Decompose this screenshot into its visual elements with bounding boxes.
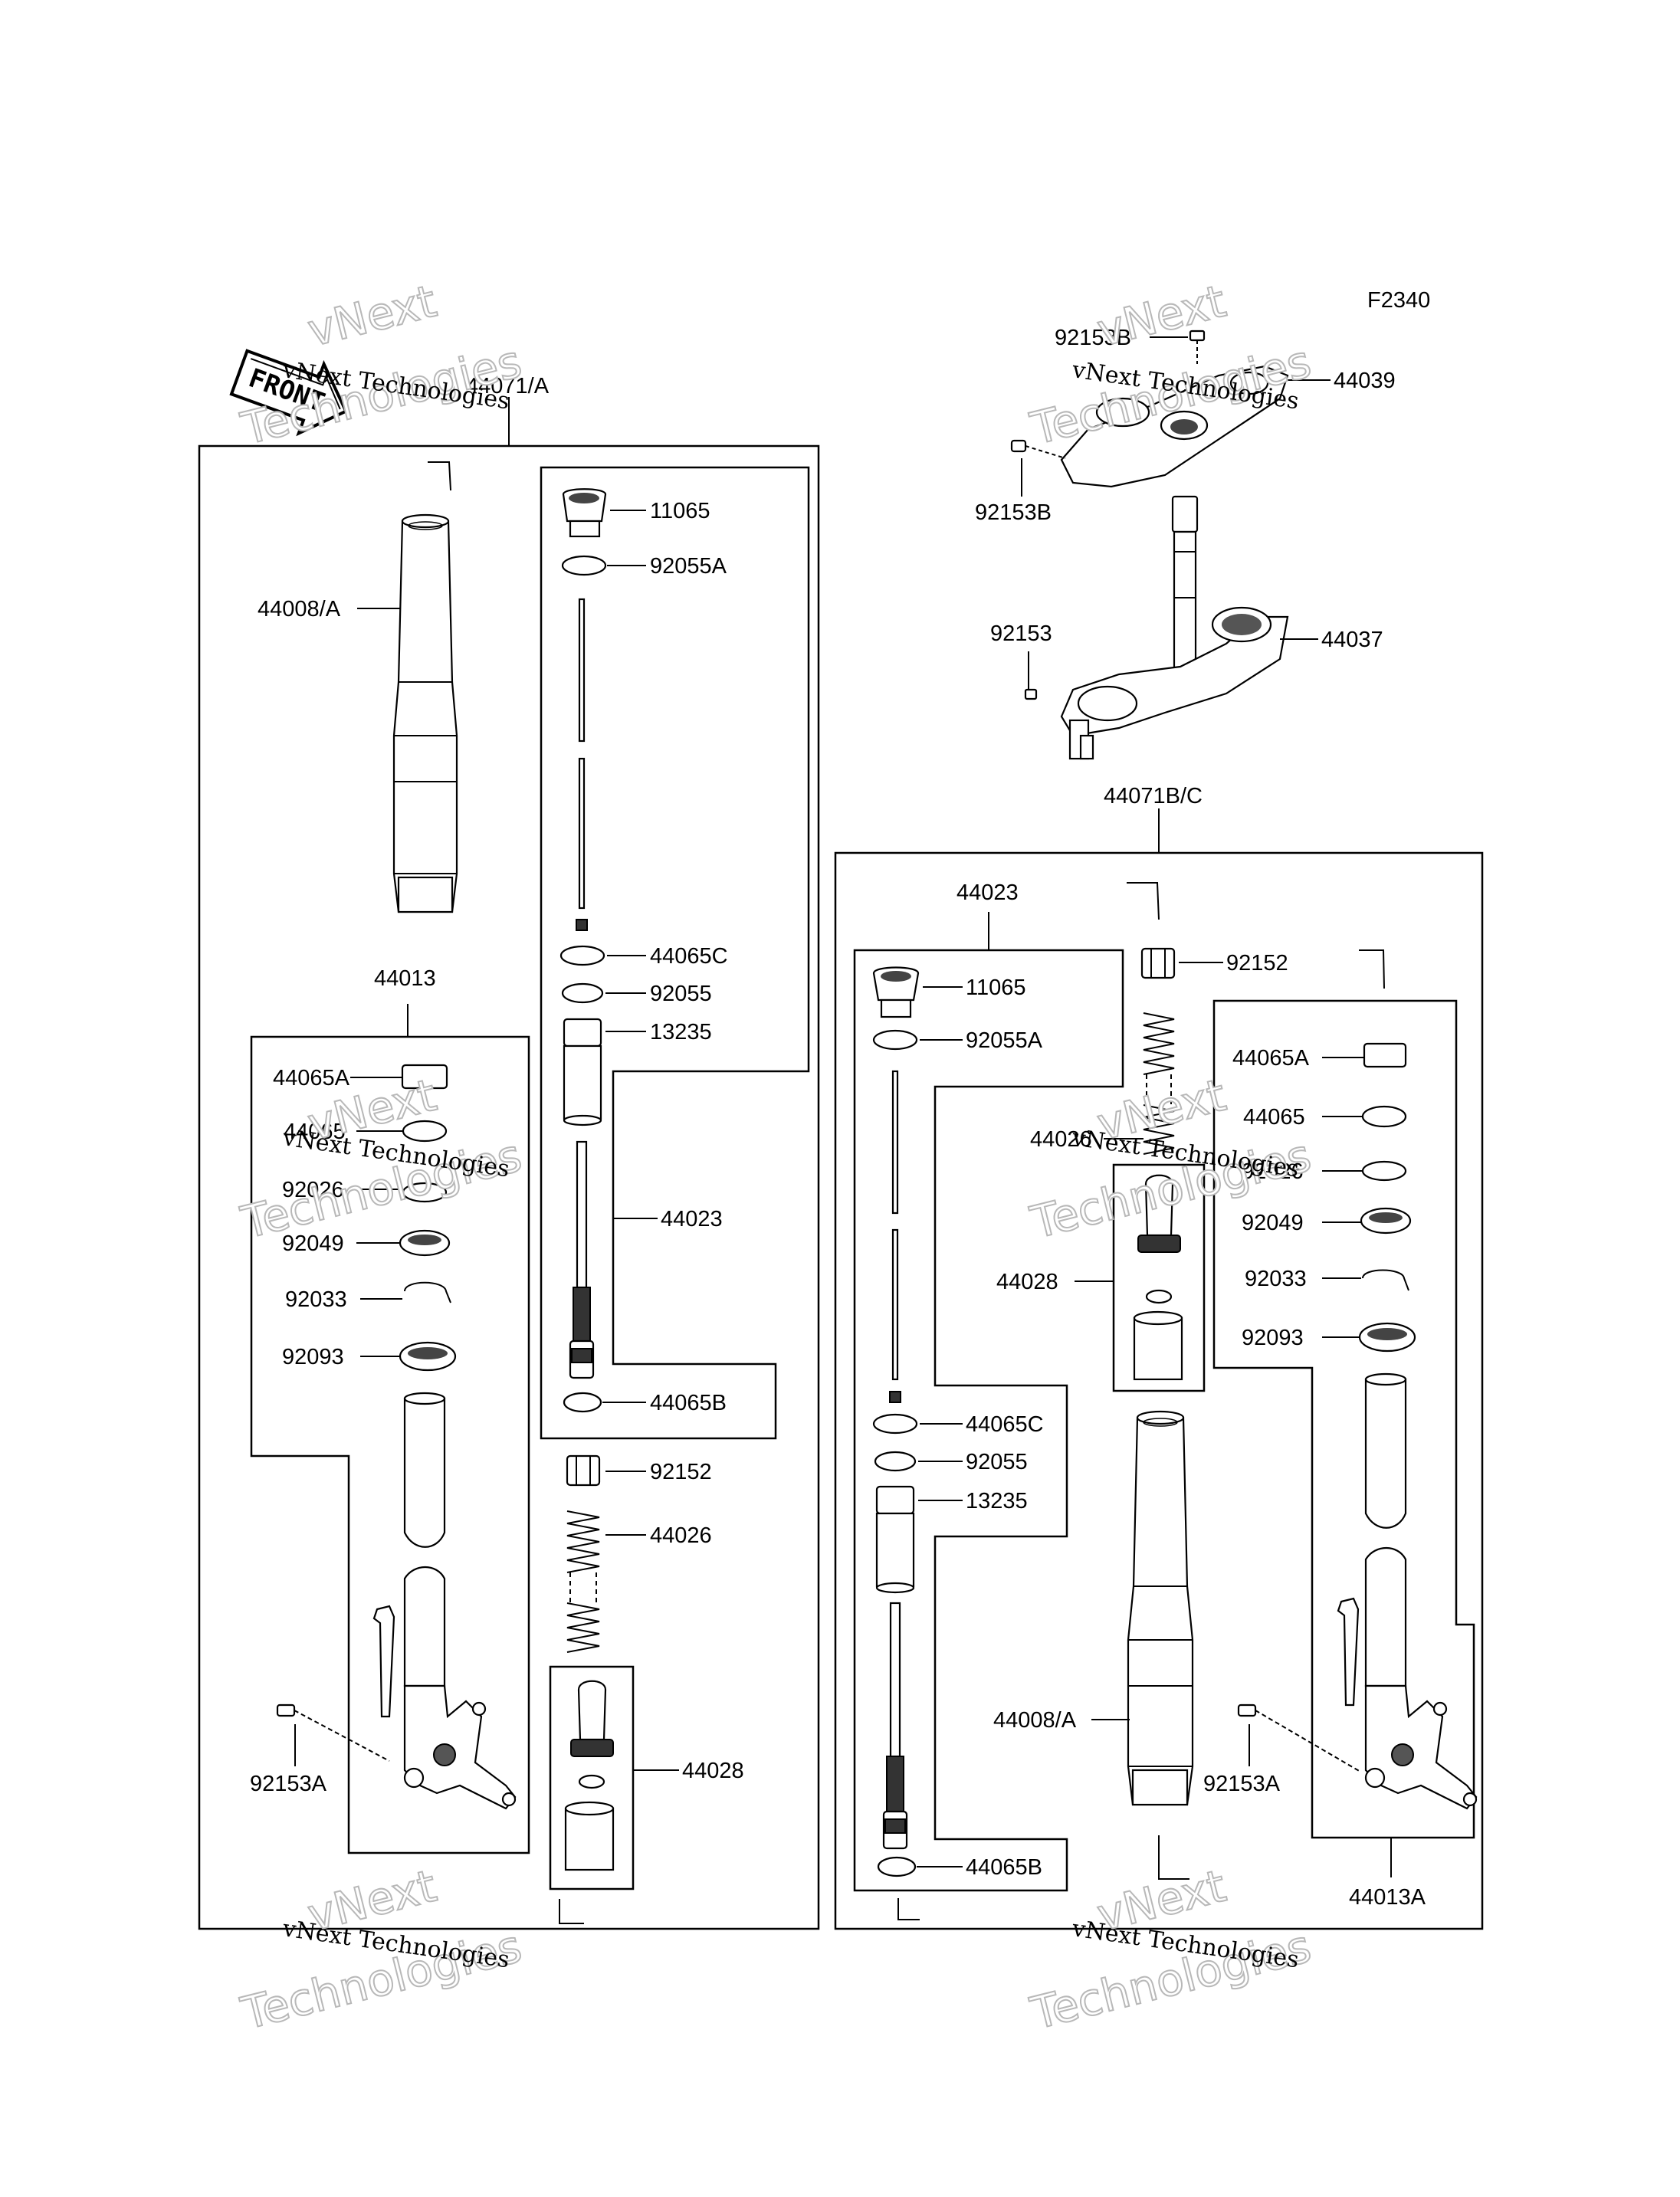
label-92093-left: 92093 [282, 1345, 344, 1369]
label-44037: 44037 [1321, 628, 1383, 652]
lower-leg-44013-frame [250, 1035, 530, 1854]
watermark-bottom-right: vNext Technologies vNext Technologies [1025, 1859, 1317, 2041]
label-92033-left: 92033 [285, 1287, 347, 1312]
label-92033-right: 92033 [1245, 1267, 1307, 1291]
oring-44065c-left [559, 945, 605, 966]
label-92055-right: 92055 [966, 1450, 1028, 1474]
upper-bracket-44039 [1010, 330, 1289, 488]
cap-11065-left [562, 488, 607, 538]
label-44071bc: 44071B/C [1104, 784, 1203, 808]
svg-text:vNext: vNext [1092, 275, 1231, 357]
label-92055a-right: 92055A [966, 1028, 1043, 1053]
label-11065-left: 11065 [650, 499, 710, 523]
seal-stack-left [399, 1064, 457, 1372]
rod-right-upper [889, 1070, 901, 1403]
label-92026-right: 92026 [1242, 1159, 1304, 1184]
outer-tube-44008a-left [392, 513, 458, 913]
label-44026-left: 44026 [650, 1523, 712, 1548]
label-44065-right: 44065 [1243, 1105, 1305, 1130]
label-13235-left: 13235 [650, 1020, 712, 1044]
label-92153: 92153 [990, 621, 1052, 646]
label-44065a-right: 44065A [1232, 1046, 1310, 1071]
watermark-mid-left: vNext Technologies vNext Technologies [235, 1068, 527, 1250]
label-92152-right: 92152 [1226, 951, 1288, 976]
label-44065b-right: 44065B [966, 1855, 1042, 1880]
bushing-13235-right [875, 1485, 915, 1594]
label-92055-left: 92055 [650, 982, 712, 1006]
seal-stack-right [1358, 1042, 1416, 1353]
label-92153b-mid: 92153B [975, 500, 1052, 525]
oring-44065b-left [563, 1392, 602, 1413]
label-92049-right: 92049 [1242, 1211, 1304, 1235]
oring-92055-left [561, 982, 604, 1004]
label-44071-a: 44071/A [466, 374, 550, 398]
label-13235-right: 13235 [966, 1489, 1028, 1513]
diagram-code: F2340 [1367, 288, 1430, 313]
spring-guide-44028-left [564, 1680, 615, 1871]
nut-92152-right [1140, 947, 1176, 979]
label-92055a-left: 92055A [650, 554, 727, 579]
left-fork-assembly: 44071/A 44008/A 44013 [198, 374, 820, 1930]
outer-tube-44008a-right [1127, 1410, 1194, 1806]
label-44039: 44039 [1334, 369, 1396, 393]
oring-44065c-right [872, 1413, 918, 1435]
spring-guide-44028-right [1133, 1174, 1183, 1381]
oring-92055a-right [872, 1029, 918, 1051]
label-44028-left: 44028 [682, 1759, 744, 1783]
inner-tube-right [1337, 1372, 1478, 1810]
label-44013a: 44013A [1349, 1885, 1426, 1910]
bolt-92153a-left [276, 1703, 390, 1762]
lower-bracket-44037 [1024, 495, 1289, 760]
spring-guide-44028-frame-left [549, 1665, 635, 1890]
label-44065b-left: 44065B [650, 1391, 727, 1415]
label-11065-right: 11065 [966, 976, 1026, 1000]
label-92152-left: 92152 [650, 1460, 712, 1484]
cartridge-44023-frame-right [853, 949, 1124, 1892]
label-44023-left: 44023 [661, 1207, 723, 1231]
label-44008a-right: 44008/A [993, 1708, 1077, 1733]
spring-44026-left [566, 1510, 600, 1653]
nut-92152-left [566, 1454, 601, 1487]
label-44026-right: 44026 [1030, 1127, 1092, 1152]
inner-tube-left [372, 1392, 517, 1810]
oring-44065b-right [877, 1856, 917, 1877]
label-92153b-top: 92153B [1055, 326, 1131, 350]
label-44065c-right: 44065C [966, 1412, 1044, 1437]
right-fork-assembly: 44071B/C 44023 11065 92055A 44065C 92055 [834, 784, 1484, 1930]
oring-92055a-left [561, 555, 607, 576]
damper-rod-left [569, 1140, 595, 1379]
oring-92055-right [874, 1451, 917, 1472]
label-44065a-left: 44065A [273, 1066, 350, 1090]
label-44065c-left: 44065C [650, 944, 728, 969]
label-44028-right: 44028 [996, 1270, 1058, 1294]
label-92026-left: 92026 [282, 1178, 344, 1202]
label-92153a-right: 92153A [1203, 1772, 1281, 1796]
label-92093-right: 92093 [1242, 1326, 1304, 1350]
label-92153a-left: 92153A [250, 1772, 327, 1796]
label-44065-left: 44065 [284, 1120, 346, 1144]
label-44013: 44013 [374, 966, 436, 991]
label-44023-right: 44023 [956, 880, 1019, 905]
watermark-bottom-left: vNext Technologies vNext Technologies [235, 1859, 527, 2041]
lower-leg-44013a-frame [1212, 999, 1475, 1839]
bushing-13235-left [563, 1018, 602, 1126]
label-44008a-left: 44008/A [258, 597, 341, 621]
label-92049-left: 92049 [282, 1231, 344, 1256]
spring-44026-right [1143, 1012, 1175, 1155]
cartridge-44023-frame-left [540, 466, 810, 1440]
spring-guide-44028-frame-right [1112, 1163, 1206, 1392]
rod-left-upper [576, 598, 588, 931]
damper-rod-right [882, 1602, 908, 1850]
cap-11065-right [872, 966, 920, 1018]
bolt-92153a-right [1237, 1703, 1361, 1772]
svg-text:vNext: vNext [303, 275, 441, 357]
